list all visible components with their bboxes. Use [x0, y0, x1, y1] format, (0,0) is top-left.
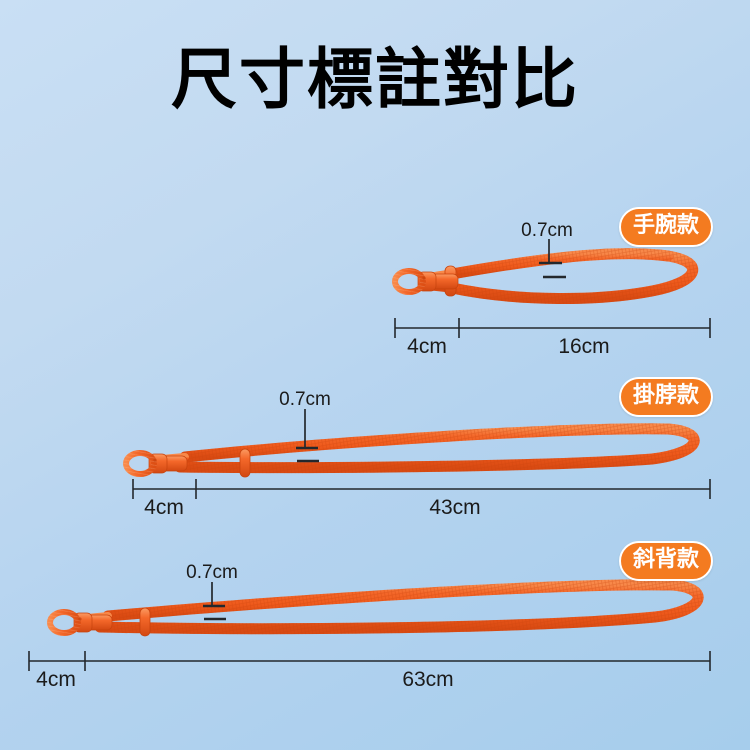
thickness-callout-2: 0.7cm [279, 389, 331, 463]
loop-length-label-2: 43cm [429, 496, 480, 519]
head-length-label-3: 4cm [36, 668, 76, 691]
dimension-line-2: 4cm 43cm [132, 479, 711, 519]
thickness-label-2: 0.7cm [279, 389, 331, 410]
badge-neck: 掛脖款 [619, 377, 714, 417]
badge-wrist: 手腕款 [619, 207, 714, 247]
loop-length-label-1: 16cm [558, 335, 609, 358]
thickness-callout-1: 0.7cm [521, 220, 573, 279]
cord-slider [239, 448, 251, 478]
dimension-line-3: 4cm 63cm [28, 651, 711, 691]
page-title: 尺寸標註對比 [171, 41, 579, 118]
lanyard-crossbody: 0.7cm 4cm 63cm [28, 562, 711, 691]
dimension-line-1: 4cm 16cm [394, 318, 711, 358]
thickness-label-3: 0.7cm [186, 562, 238, 583]
lanyard-neck: 0.7cm 4cm 43cm [123, 389, 711, 519]
cord-slider [139, 607, 151, 637]
head-length-label-2: 4cm [144, 496, 184, 519]
badge-crossbody: 斜背款 [619, 541, 714, 581]
thickness-callout-3: 0.7cm [186, 562, 238, 621]
head-length-label-1: 4cm [407, 335, 447, 358]
thickness-label-1: 0.7cm [521, 220, 573, 241]
loop-length-label-3: 63cm [402, 668, 453, 691]
lanyard-wrist: 0.7cm 4cm 16cm [392, 220, 711, 358]
